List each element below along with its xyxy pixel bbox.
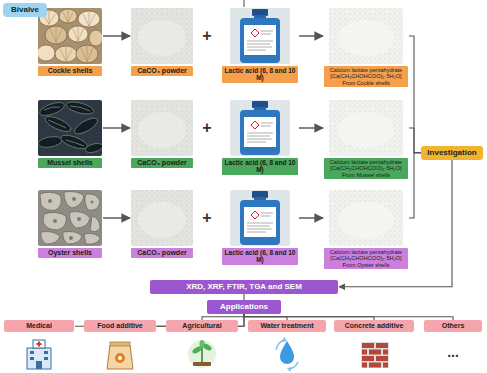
oyster-photo <box>38 190 102 246</box>
brace-line <box>409 36 421 153</box>
box-text: Water treatment <box>260 322 313 330</box>
box-text: Agricultural <box>182 322 221 330</box>
step-label: Calcium lactate pentahydrate [Ca(CH₃CHOH… <box>324 158 408 179</box>
label-box: Water treatment <box>248 320 326 332</box>
process-step: Calcium lactate pentahydrate [Ca(CH₃CHOH… <box>324 190 408 270</box>
photo-row <box>37 8 403 64</box>
photo-space <box>222 8 298 66</box>
box-text: Food additive <box>97 322 143 330</box>
process-arrow <box>299 127 323 129</box>
box-text: Others <box>442 322 465 330</box>
process-step: CaCO₃ powder <box>131 100 193 169</box>
label-box: XRD, XRF, FTIR, TGA and SEM <box>150 280 338 294</box>
water-icon <box>276 337 298 372</box>
process-step: Oyster shells <box>38 190 102 259</box>
process-step: Calcium lactate pentahydrate [Ca(CH₃CHOH… <box>324 8 408 88</box>
food-bag-icon <box>107 342 133 369</box>
photo-space <box>38 100 102 158</box>
photo-space <box>131 190 193 248</box>
process-step: CaCO₃ powder <box>131 8 193 77</box>
process-step: Lactic acid (6, 8 and 10 M) <box>222 100 298 176</box>
brick-icon <box>361 342 389 368</box>
brace-line <box>409 128 421 153</box>
photo-space <box>222 100 298 158</box>
process-arrow <box>103 217 130 219</box>
box-text: Investigation <box>427 148 476 158</box>
label-box: Medical <box>4 320 74 332</box>
photo-space <box>324 8 408 66</box>
photo-row <box>37 100 403 156</box>
photo-space <box>38 8 102 66</box>
label-box: Food additive <box>84 320 156 332</box>
lactate-photo <box>329 8 403 64</box>
powder-photo <box>131 100 193 156</box>
powder-photo <box>131 8 193 64</box>
box-text: Medical <box>26 322 52 330</box>
bottle-photo <box>230 8 290 64</box>
box-text: Applications <box>220 302 268 312</box>
process-arrow <box>103 35 130 37</box>
top-line <box>243 0 244 7</box>
process-step: Mussel shells <box>38 100 102 169</box>
cockle-photo <box>37 8 103 64</box>
step-label: CaCO₃ powder <box>131 158 193 168</box>
label-box: Bivalve <box>3 3 47 17</box>
step-label: Calcium lactate pentahydrate [Ca(CH₃CHOH… <box>324 248 408 269</box>
label-box: Concrete additive <box>334 320 414 332</box>
process-step: Lactic acid (6, 8 and 10 M) <box>222 190 298 266</box>
photo-space <box>324 100 408 158</box>
step-label: CaCO₃ powder <box>131 248 193 258</box>
step-label: Oyster shells <box>38 248 102 258</box>
plus-sign: + <box>202 210 211 226</box>
lactate-photo <box>329 190 403 246</box>
step-label: Lactic acid (6, 8 and 10 M) <box>222 66 298 83</box>
step-label: Lactic acid (6, 8 and 10 M) <box>222 158 298 175</box>
photo-row <box>38 190 403 246</box>
process-arrow <box>103 127 130 129</box>
step-label: Mussel shells <box>38 158 102 168</box>
process-step: Lactic acid (6, 8 and 10 M) <box>222 8 298 84</box>
plus-sign: + <box>202 28 211 44</box>
photo-space <box>131 8 193 66</box>
more-mark: ... <box>447 345 459 359</box>
plant-icon <box>188 340 216 368</box>
process-step: Cockle shells <box>38 8 102 77</box>
label-box: Others <box>424 320 482 332</box>
bottle-photo <box>230 100 290 156</box>
box-text: Concrete additive <box>345 322 404 330</box>
step-label: Cockle shells <box>38 66 102 76</box>
photo-space <box>222 190 298 248</box>
plus-sign: + <box>202 120 211 136</box>
mussel-photo <box>37 100 103 156</box>
box-text: XRD, XRF, FTIR, TGA and SEM <box>186 282 302 292</box>
photo-space <box>324 190 408 248</box>
photo-space <box>38 190 102 248</box>
label-box: Agricultural <box>166 320 238 332</box>
lactate-photo <box>329 100 403 156</box>
step-label: Lactic acid (6, 8 and 10 M) <box>222 248 298 265</box>
photo-space <box>131 100 193 158</box>
label-box: Applications <box>207 300 281 314</box>
bottle-photo <box>230 190 290 246</box>
process-step: Calcium lactate pentahydrate [Ca(CH₃CHOH… <box>324 100 408 180</box>
process-step: CaCO₃ powder <box>131 190 193 259</box>
label-box: Investigation <box>421 146 483 160</box>
box-text: Bivalve <box>11 5 39 15</box>
brace-line <box>409 153 421 218</box>
step-label: CaCO₃ powder <box>131 66 193 76</box>
step-label: Calcium lactate pentahydrate [Ca(CH₃CHOH… <box>324 66 408 87</box>
process-arrow <box>299 217 323 219</box>
hospital-icon <box>27 340 51 369</box>
process-arrow <box>299 35 323 37</box>
powder-photo <box>131 190 193 246</box>
